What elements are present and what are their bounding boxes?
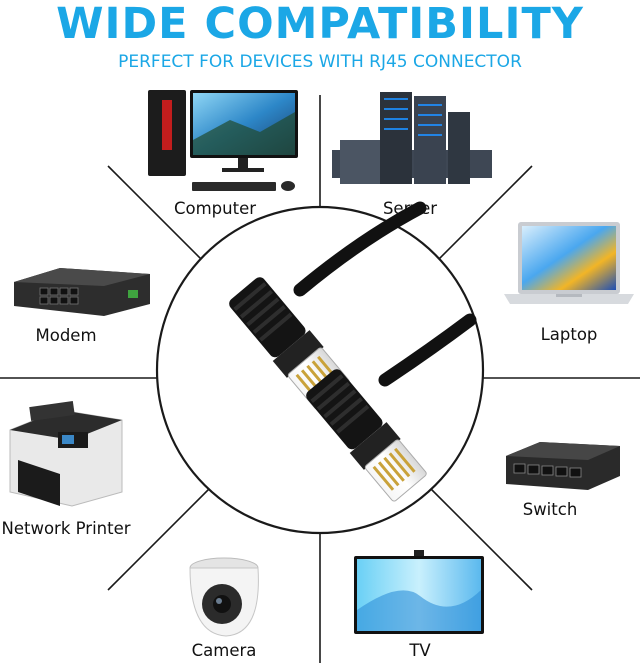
page-title: WIDE COMPATIBILITY [56,0,584,49]
device-label-camera: Camera [191,641,257,660]
device-label-laptop: Laptop [540,325,598,344]
device-label-modem: Modem [35,326,97,345]
switch-icon [506,442,620,490]
device-label-server: Server [382,199,438,218]
computer-icon [148,90,298,191]
device-label-computer: Computer [173,199,257,218]
server-icon [332,92,492,184]
device-label-tv: TV [409,641,431,660]
device-label-switch: Switch [522,500,578,519]
divider-lines [0,95,640,663]
device-label-network-printer: Network Printer [1,519,131,538]
camera-icon [189,557,259,637]
tv-icon [354,550,484,634]
modem-icon [14,268,150,316]
laptop-icon [504,222,634,304]
ethernet-cable-icon [155,201,485,535]
page-subtitle: PERFECT FOR DEVICES WITH RJ45 CONNECTOR [118,52,522,72]
printer-icon [9,401,123,507]
